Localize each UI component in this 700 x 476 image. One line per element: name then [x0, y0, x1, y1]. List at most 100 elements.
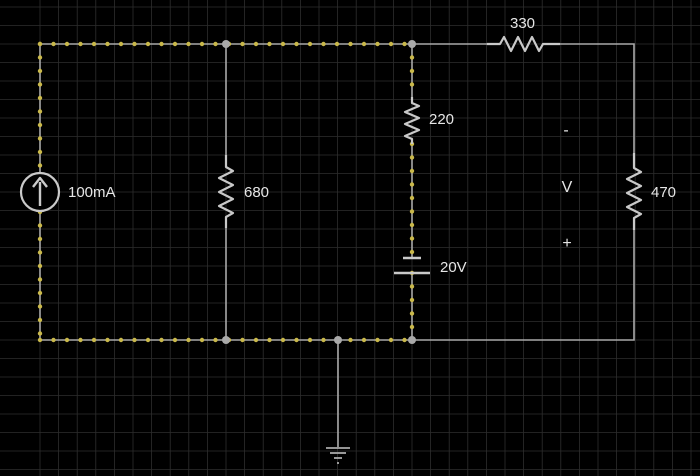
node[interactable]	[408, 40, 416, 48]
current-dot	[118, 337, 124, 343]
current-dot	[105, 337, 110, 343]
resistor-470[interactable]: 470	[625, 153, 676, 230]
current-dot	[37, 277, 43, 282]
current-source-label: 100mA	[68, 184, 116, 201]
current-dot	[78, 337, 83, 343]
resistor-680-label: 680	[244, 184, 269, 201]
battery-icon	[394, 256, 430, 275]
current-dot	[280, 337, 286, 343]
current-dot	[118, 41, 124, 47]
current-dot	[348, 41, 353, 47]
voltmeter-label: V	[562, 179, 573, 196]
node[interactable]	[222, 336, 230, 344]
current-dot	[91, 337, 97, 343]
current-dot	[64, 41, 70, 47]
current-dot	[37, 304, 43, 309]
voltmeter-plus: +	[562, 235, 571, 252]
current-dot	[409, 209, 415, 214]
current-dot	[267, 337, 272, 343]
current-dot	[321, 337, 326, 343]
current-dot	[199, 41, 205, 47]
current-dot	[213, 41, 218, 47]
current-dot	[402, 337, 407, 343]
ground-icon	[326, 447, 350, 464]
current-dot	[240, 41, 245, 47]
current-dot	[37, 41, 43, 47]
battery-label: 20V	[440, 259, 467, 276]
current-dot	[409, 82, 415, 87]
current-dot	[186, 41, 191, 47]
current-dot	[361, 41, 367, 47]
resistor-220-label: 220	[429, 111, 454, 128]
ground[interactable]	[326, 447, 350, 464]
current-dot	[132, 41, 137, 47]
wire-right-lower[interactable]	[412, 230, 635, 341]
current-dot	[159, 337, 164, 343]
current-dot	[37, 223, 43, 228]
current-dot	[37, 290, 43, 296]
resistor-icon	[625, 153, 643, 230]
current-dot	[37, 331, 43, 336]
current-dot	[361, 337, 367, 343]
current-dot	[409, 236, 415, 241]
current-dot	[159, 41, 164, 47]
current-dot	[253, 337, 259, 343]
current-dot	[321, 41, 326, 47]
voltmeter-minus: -	[563, 122, 568, 139]
current-dot	[402, 41, 407, 47]
node[interactable]	[408, 336, 416, 344]
current-dot	[37, 136, 43, 141]
current-dot	[409, 195, 415, 201]
node[interactable]	[334, 336, 342, 344]
nodes	[222, 40, 416, 344]
resistor-680[interactable]: 680	[217, 155, 269, 228]
current-dot	[307, 41, 313, 47]
wires	[39, 43, 635, 447]
current-dot	[64, 337, 70, 343]
resistor-icon	[487, 35, 560, 53]
resistor-330[interactable]: 330	[487, 15, 560, 53]
current-dot	[145, 41, 151, 47]
resistor-220[interactable]: 220	[403, 97, 454, 144]
current-dot	[375, 337, 380, 343]
current-dot	[409, 311, 415, 316]
current-dot	[267, 41, 272, 47]
wire-top-right[interactable]	[412, 43, 635, 153]
current-dot	[37, 163, 43, 168]
current-dot	[409, 155, 415, 160]
current-dot	[37, 317, 43, 323]
current-dot	[37, 68, 43, 74]
current-dot	[199, 337, 205, 343]
current-dot	[51, 337, 56, 343]
current-dot	[388, 337, 394, 343]
current-dot	[294, 41, 299, 47]
current-dot	[213, 337, 218, 343]
current-dot	[409, 222, 415, 228]
battery[interactable]: 20V	[394, 256, 467, 276]
current-dot	[409, 324, 415, 330]
current-dot	[37, 337, 43, 343]
current-source[interactable]: 100mA	[19, 171, 116, 213]
current-dot	[388, 41, 394, 47]
current-dot	[91, 41, 97, 47]
current-dot	[172, 41, 178, 47]
current-dot	[105, 41, 110, 47]
current-dot	[37, 109, 43, 114]
resistor-330-label: 330	[510, 15, 535, 32]
current-dot	[37, 122, 43, 128]
resistor-icon	[403, 97, 421, 144]
current-dot	[348, 337, 353, 343]
current-dot	[409, 249, 415, 255]
current-dot	[37, 82, 43, 87]
current-dot	[409, 55, 415, 60]
current-dot	[409, 68, 415, 74]
voltmeter: - V +	[562, 122, 573, 252]
node[interactable]	[222, 40, 230, 48]
current-dot	[280, 41, 286, 47]
resistor-icon	[217, 155, 235, 228]
current-dot	[409, 284, 415, 289]
current-dot	[78, 41, 83, 47]
current-dot	[334, 41, 340, 47]
current-dot	[240, 337, 245, 343]
